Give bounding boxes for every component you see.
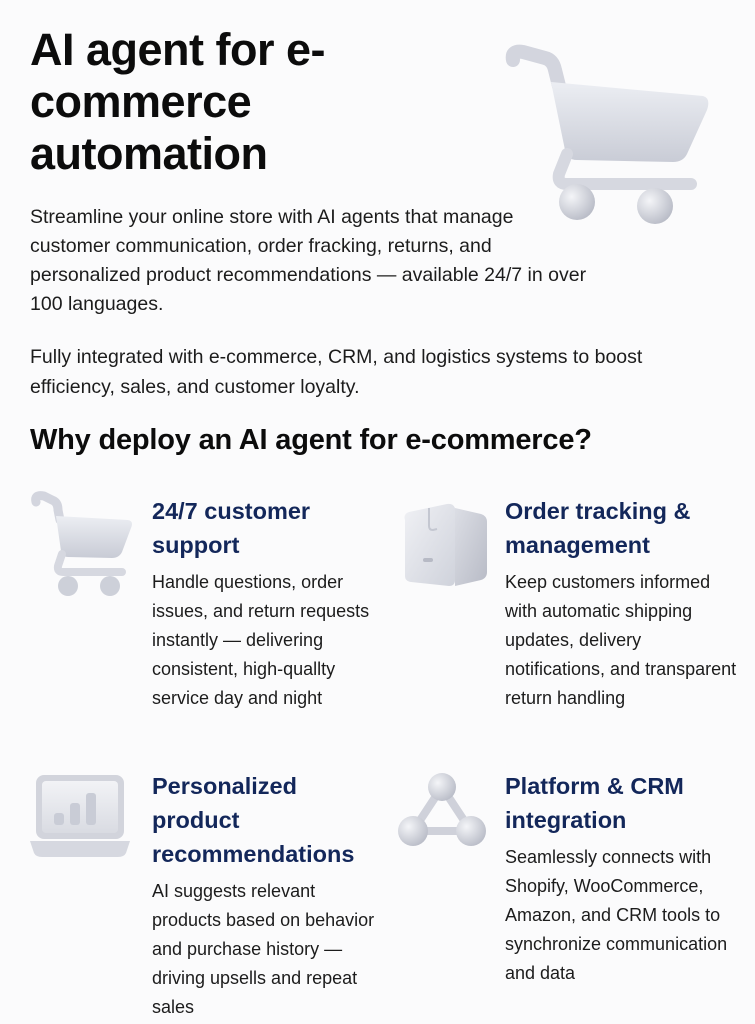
laptop-chart-icon	[30, 775, 130, 857]
feature-description: Keep customers informed with automatic s…	[505, 572, 737, 708]
feature-customer-support: 24/7 customer support Handle questions, …	[30, 490, 390, 750]
shopping-cart-icon	[31, 491, 132, 596]
feature-order-tracking: Order tracking & management Keep custome…	[395, 490, 750, 750]
feature-description: Seamlessly connects with Shopify, WooCom…	[505, 847, 728, 983]
intro-paragraph: Streamline your online store with AI age…	[30, 206, 587, 315]
section-title: Why deploy an AI agent for e-commerce?	[30, 424, 592, 456]
network-nodes-icon	[398, 773, 486, 846]
hero-title: AI agent for e-commerce automation	[30, 24, 326, 179]
shopping-cart-icon	[505, 44, 709, 224]
feature-title: 24/7 customer support	[152, 498, 311, 558]
package-box-icon	[404, 503, 487, 586]
integration-paragraph: Fully integrated with e-commerce, CRM, a…	[30, 346, 643, 398]
feature-recommendations: Personalized product recommendations AI …	[30, 765, 390, 1020]
feature-title: Personalized product recommendations	[152, 773, 355, 867]
feature-title: Platform & CRM integration	[505, 773, 684, 833]
feature-title: Order tracking & management	[505, 498, 691, 558]
feature-description: AI suggests relevant products based on b…	[152, 881, 375, 1017]
feature-platform-integration: Platform & CRM integration Seamlessly co…	[395, 765, 750, 1020]
feature-description: Handle questions, order issues, and retu…	[152, 572, 370, 708]
